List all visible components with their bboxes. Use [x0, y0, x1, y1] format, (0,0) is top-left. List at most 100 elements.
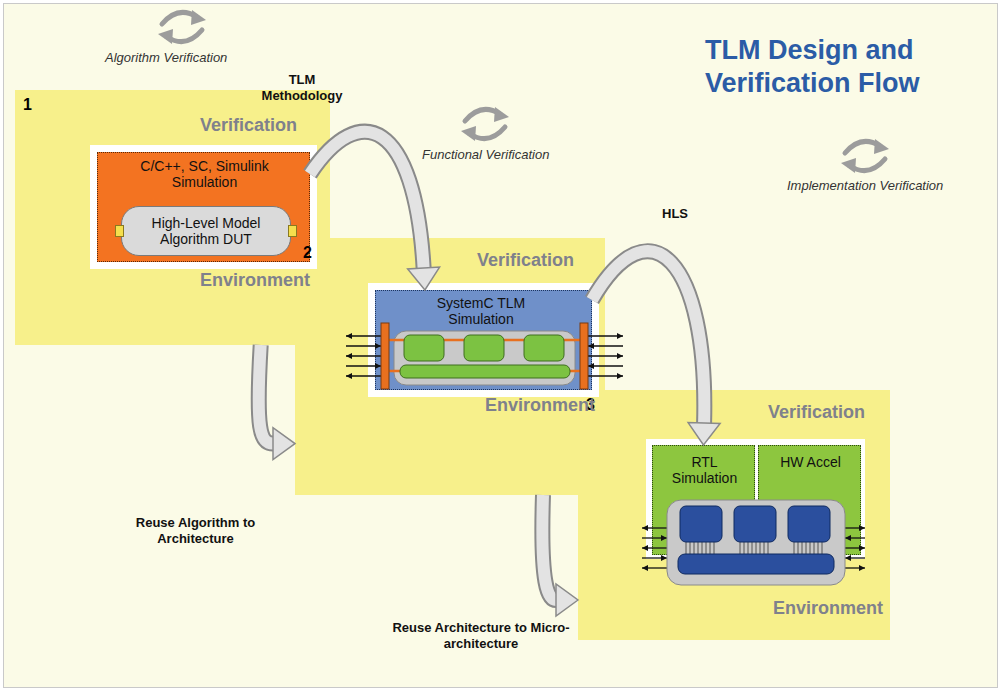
verification-note: Implementation Verification — [787, 178, 943, 193]
illustration-part — [702, 542, 703, 554]
illustration-part — [794, 542, 795, 554]
illustration-part — [752, 542, 753, 554]
cycle-arrows — [158, 10, 206, 44]
box-label: High-Level Model Algorithm DUT — [131, 215, 281, 247]
illustration-part — [760, 542, 761, 554]
illustration-part — [859, 525, 865, 531]
stage-panel: 1VerificationEnvironment C/C++, SC, Simul… — [15, 90, 330, 345]
simulation-box: C/C++, SC, Simulink SimulationHigh-Level… — [97, 152, 310, 262]
box-label: C/C++, SC, Simulink Simulation — [128, 158, 281, 190]
illustration-part — [744, 542, 745, 554]
illustration-part — [375, 363, 381, 369]
box-label: HW Accel — [765, 454, 856, 470]
illustration-part — [686, 542, 687, 554]
illustration-part — [764, 542, 765, 554]
port-square — [288, 225, 297, 237]
illustration-part — [375, 343, 381, 349]
stage-label: Environment — [200, 270, 310, 291]
illustration-part — [768, 542, 769, 554]
illustration-part — [845, 535, 851, 541]
arrow-label: HLS — [650, 206, 700, 222]
illustration-part — [661, 535, 667, 541]
flow-arrow — [310, 132, 440, 290]
rtl-illustration — [578, 390, 890, 640]
dut-box: High-Level Model Algorithm DUT — [121, 206, 291, 256]
illustration-part — [346, 353, 352, 359]
illustration-part — [400, 365, 570, 378]
stage-number: 1 — [23, 96, 32, 114]
box-label: RTL Simulation — [659, 454, 750, 486]
illustration-part — [617, 353, 623, 359]
arrow-head — [556, 584, 578, 616]
illustration-part — [714, 542, 715, 554]
cycle-arrows — [461, 107, 509, 141]
arrow-body — [310, 132, 424, 268]
arrow-body — [592, 251, 704, 423]
arrow-body — [542, 495, 556, 600]
stage-panel: 2 VerificationEnvironment SystemC TLM Simu… — [295, 238, 605, 495]
illustration-part — [822, 542, 823, 554]
illustration-part — [690, 542, 691, 554]
illustration-part — [859, 545, 865, 551]
illustration-part — [740, 542, 741, 554]
illustration-part — [678, 554, 834, 574]
arrow-head — [688, 423, 720, 445]
illustration-part — [810, 542, 811, 554]
illustration-part — [588, 363, 594, 369]
illustration-part — [845, 555, 851, 561]
illustration-part — [806, 542, 807, 554]
illustration-part — [859, 565, 865, 571]
arrow-outline — [542, 495, 556, 600]
illustration-part — [580, 323, 588, 389]
illustration-part — [680, 506, 722, 542]
arrow-body — [259, 345, 273, 444]
illustration-part — [588, 343, 594, 349]
illustration-part — [698, 542, 699, 554]
illustration-part — [748, 542, 749, 554]
diagram-title: TLM Design and Verification Flow — [705, 34, 955, 100]
illustration-part — [694, 542, 695, 554]
box-label: SystemC TLM Simulation — [426, 295, 536, 327]
illustration-part — [802, 542, 803, 554]
illustration-part — [734, 506, 776, 542]
verification-note: Algorithm Verification — [105, 50, 227, 65]
illustration-part — [524, 335, 564, 361]
illustration-part — [464, 335, 504, 361]
illustration-part — [798, 542, 799, 554]
illustration-part — [706, 542, 707, 554]
illustration-part — [617, 373, 623, 379]
arrow-label: Reuse Architecture to Micro-architecture — [392, 620, 570, 652]
arrow-head — [273, 428, 295, 460]
illustration-part — [642, 565, 648, 571]
illustration-part — [617, 333, 623, 339]
arrow-label: Reuse Algorithm to Architecture — [118, 515, 273, 547]
stage-number: 2 — [303, 244, 312, 262]
stage-panel: 3VerificationEnvironmentRTL SimulationHW… — [578, 390, 890, 640]
illustration-part — [346, 373, 352, 379]
flow-arrow — [542, 495, 578, 616]
arrow-outline — [259, 345, 273, 444]
stage-label: Environment — [485, 395, 595, 416]
verification-note: Functional Verification — [422, 147, 549, 162]
illustration-part — [381, 323, 389, 389]
stage-label: Verification — [200, 115, 297, 136]
arrow-head — [408, 267, 440, 290]
arrow-label: TLM Methodology — [252, 72, 352, 104]
stage-label: Environment — [773, 598, 883, 619]
illustration-part — [710, 542, 711, 554]
illustration-part — [642, 525, 648, 531]
stage-label: Verification — [477, 250, 574, 271]
illustration-part — [346, 333, 352, 339]
cycle-arrows — [841, 139, 889, 173]
arrow-outline — [592, 251, 704, 423]
stage-label: Verification — [768, 402, 865, 423]
illustration-part — [788, 506, 830, 542]
tlm-box: SystemC TLM Simulation — [375, 290, 592, 390]
illustration-part — [404, 335, 444, 361]
port-square — [115, 225, 124, 237]
illustration-part — [818, 542, 819, 554]
flow-arrow — [592, 251, 720, 445]
illustration-part — [346, 323, 623, 389]
